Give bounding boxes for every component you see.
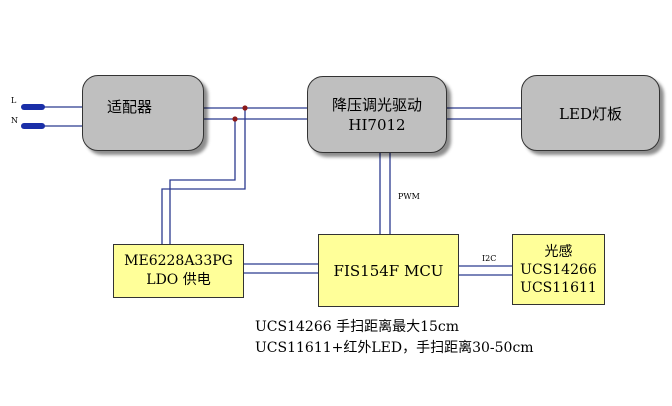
ldo-block: ME6228A33PG LDO 供电	[113, 244, 244, 298]
junction-node-top	[242, 105, 248, 111]
note-line-1: UCS14266 手扫距离最大15cm	[255, 319, 460, 335]
sensor-label-line3: UCS11611	[520, 279, 597, 296]
adapter-label: 适配器	[107, 98, 153, 116]
adapter-block: 适配器	[82, 75, 204, 151]
notes: UCS14266 手扫距离最大15cm UCS11611+红外LED，手扫距离3…	[255, 317, 534, 359]
driver-label-line1: 降压调光驱动	[331, 95, 422, 114]
mcu-label: FIS154F MCU	[333, 261, 444, 280]
neutral-pin	[21, 123, 45, 129]
ldo-tap-wire-inner	[169, 119, 236, 244]
sensor-label-line1: 光感	[544, 243, 573, 260]
note-line-2: UCS11611+红外LED，手扫距离30-50cm	[255, 340, 534, 356]
junction-node-bottom	[232, 116, 238, 122]
led-board-block: LED灯板	[521, 75, 660, 151]
ldo-tap-wire-outer	[161, 108, 246, 244]
sensor-block: 光感 UCS14266 UCS11611	[512, 234, 605, 305]
driver-block: 降压调光驱动 HI7012	[307, 76, 447, 153]
driver-label-line2: HI7012	[348, 115, 406, 134]
sensor-label-line2: UCS14266	[520, 261, 597, 278]
live-pin	[21, 104, 45, 110]
neutral-label: N	[11, 116, 18, 125]
i2c-label: I2C	[482, 254, 497, 263]
led-board-label: LED灯板	[559, 104, 622, 123]
mcu-block: FIS154F MCU	[318, 234, 459, 307]
pwm-label: PWM	[398, 192, 420, 201]
ldo-label-line2: LDO 供电	[146, 272, 211, 288]
ldo-label-line1: ME6228A33PG	[124, 253, 233, 269]
live-label: L	[11, 96, 17, 105]
